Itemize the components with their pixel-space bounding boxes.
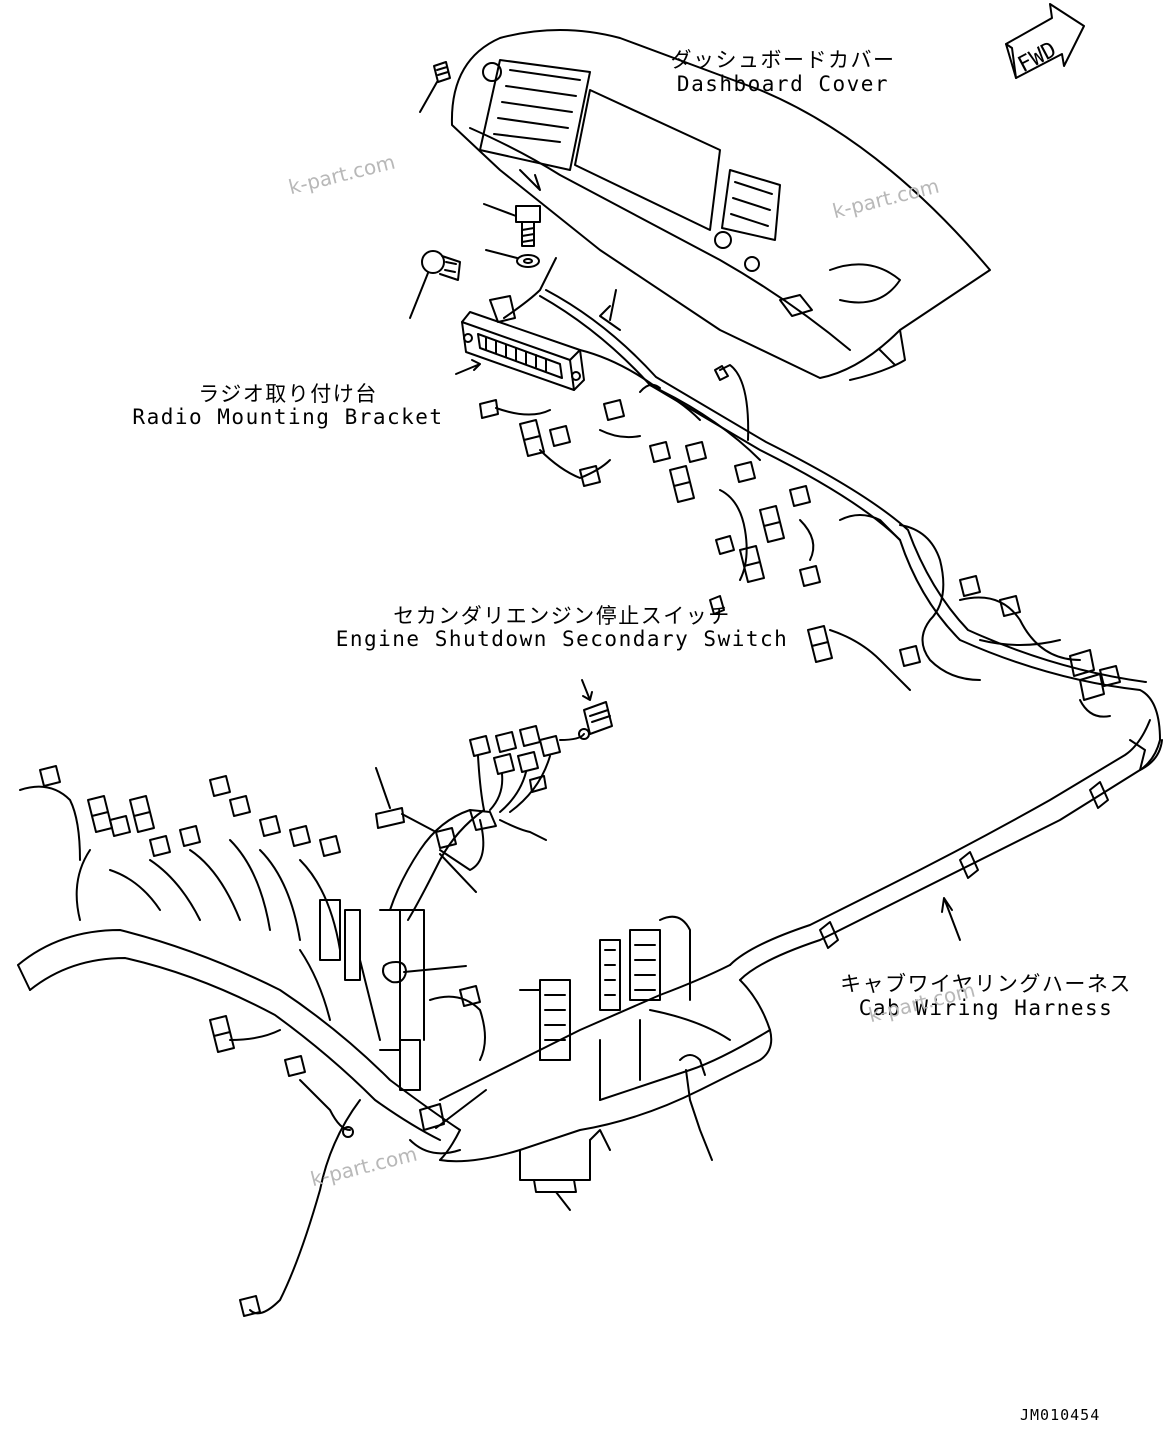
dashboard-cover — [450, 29, 991, 381]
cab-harness-label-en: Cab Wiring Harness — [858, 996, 1114, 1020]
cab-harness-label-jp: キャブワイヤリングハーネス — [840, 972, 1132, 996]
bulb-part — [409, 250, 461, 319]
bolt-part — [483, 203, 541, 247]
lower-harness — [439, 964, 773, 1211]
dashboard-cover-label-jp: ダッシュボードカバー — [670, 48, 896, 72]
clip-part — [419, 61, 451, 113]
leader-lines — [435, 897, 961, 1129]
shutdown-switch-assembly — [375, 679, 613, 1051]
upper-connectors — [479, 399, 1121, 718]
radio-bracket — [455, 257, 585, 391]
drawing-code: JM010454 — [1020, 1406, 1101, 1424]
upper-harness — [539, 289, 1161, 741]
right-harness — [729, 719, 1163, 981]
washer-part — [485, 249, 540, 268]
fwd-arrow-icon — [1005, 3, 1085, 79]
shutdown-switch-label-en: Engine Shutdown Secondary Switch — [335, 627, 789, 651]
left-harness — [17, 765, 486, 1317]
radio-bracket-label-en: Radio Mounting Bracket — [132, 405, 444, 429]
center-cable-stack — [519, 915, 691, 1061]
shutdown-switch-label-jp: セカンダリエンジン停止スイッチ — [393, 604, 731, 628]
dashboard-cover-label-en: Dashboard Cover — [676, 72, 890, 96]
radio-bracket-label-jp: ラジオ取り付け台 — [198, 382, 378, 406]
